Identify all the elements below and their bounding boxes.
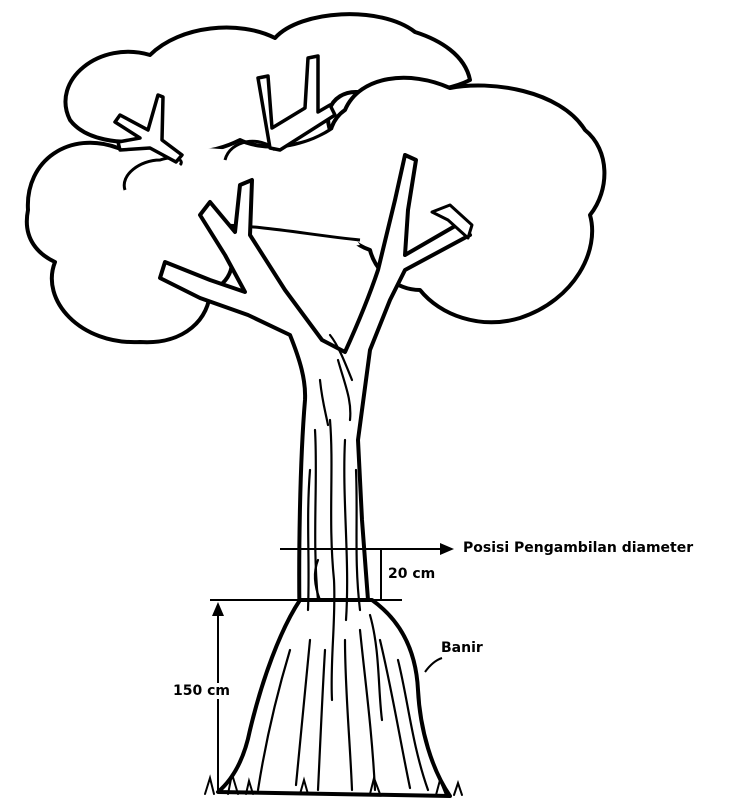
- diameter-position-label: Posisi Pengambilan diameter: [463, 540, 693, 556]
- height-150cm-label: 150 cm: [172, 683, 231, 699]
- gap-20cm-label: 20 cm: [388, 566, 435, 582]
- arrow-up-icon: [212, 602, 224, 616]
- arrow-right-icon: [440, 543, 454, 555]
- buttress-label: Banir: [441, 640, 483, 656]
- crown-right-lobe: [328, 78, 604, 322]
- buttress-pointer-line: [425, 658, 442, 672]
